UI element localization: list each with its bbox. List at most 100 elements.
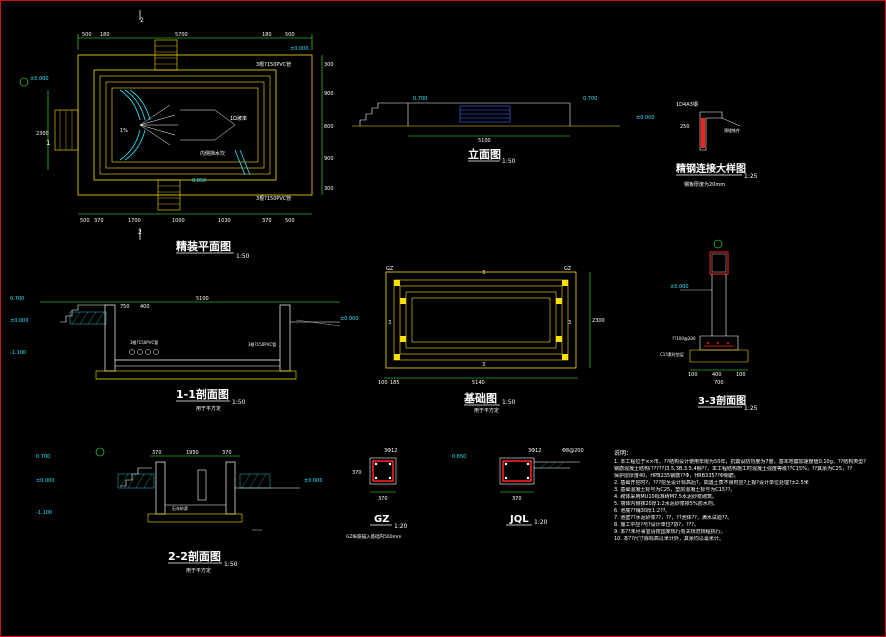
notes-item: 2. 基础开挖时?，???挖至设计标高后?，如遇土质不良时应?上报?设计单位处理… [614, 480, 809, 486]
elev-scale: 1:50 [502, 158, 516, 165]
s22-title: 2-2剖面图 [168, 549, 221, 563]
s22-dim-1: 370 [152, 450, 162, 456]
plan-dim-right-1: 300 [324, 62, 334, 68]
svg-text:2300: 2300 [592, 318, 605, 324]
plan-dim-bottom-5: 1030 [218, 218, 231, 224]
svg-text:2: 2 [138, 229, 142, 236]
s11-title: 1-1剖面图 [176, 387, 229, 401]
jql-rebar-note: Φ8@200 [562, 448, 584, 454]
s11-pipe-label-2: 3根?150PVC管 [248, 341, 276, 347]
found-dim-side-1: 100 [378, 380, 388, 386]
s11-level-3: -1.100 [10, 350, 26, 356]
svg-text:3: 3 [482, 362, 485, 368]
elev-level-3: ±0.000 [636, 115, 655, 121]
s11-level-4: ±0.000 [340, 316, 359, 322]
jql-title: JQL [509, 514, 529, 525]
svg-text:3: 3 [388, 320, 391, 326]
plan-dim-right-4: 900 [324, 156, 334, 162]
found-dim-bottom: 5140 [472, 380, 485, 386]
plan-dim-bottom-2: 370 [94, 218, 104, 224]
notes-item: 4. 砌体采用MU10标准砖M7.5水泥砂浆砌筑。 [614, 494, 717, 500]
detail-label: 1D4A3钢 [676, 101, 698, 108]
s33-dim-1: 100 [688, 372, 698, 378]
svg-text:GZ: GZ [564, 266, 572, 272]
s33-scale: 1:25 [744, 405, 758, 412]
section-2-2-view: 370 1950 370 0.700 ±0.000 -1.100 ±0.000 … [36, 447, 323, 574]
s33-dim-2: 400 [712, 372, 722, 378]
notes-item: 5. 墙体内侧抹20厚1:2水泥砂浆掺5%防水剂。 [614, 501, 718, 507]
gz-note: GZ纵筋锚入基础内500mm [346, 533, 401, 540]
s33-dim-3: 100 [736, 372, 746, 378]
plan-dim-bottom-7: 500 [285, 218, 295, 224]
svg-text:5100: 5100 [196, 296, 209, 302]
s11-level-2: ±0.000 [10, 318, 29, 324]
svg-text:3: 3 [568, 320, 571, 326]
plan-mark-1: 1 [46, 139, 50, 147]
notes-item: 保护层厚度40，HPB235钢筋??Φ，HRB335??Φ钢筋。 [614, 473, 739, 479]
svg-text:1%: 1% [120, 128, 128, 134]
plan-title: 精装平面图 [176, 239, 231, 253]
plan-dim-right-5: 300 [324, 186, 334, 192]
plan-view: 500 180 5700 180 500 2 [19, 10, 334, 260]
svg-text:3: 3 [482, 270, 485, 276]
s11-note: 用于平方定 [196, 405, 221, 412]
notes-item: 钢筋混凝土结构(?????)3.5,3B,3.5,4钢??，本工程结构施工时混凝… [614, 466, 853, 472]
found-note: 用于平方定 [474, 407, 499, 414]
notes-item: 6. 池底??铺30厚1:2??。 [614, 508, 671, 514]
found-dim-side-2: 185 [390, 380, 400, 386]
svg-text:??100@200: ??100@200 [672, 336, 696, 341]
s33-dim-4: 700 [714, 380, 724, 386]
found-title: 基础图 [463, 391, 497, 405]
section-1-1-view: 5100 750 400 0.700 ±0.000 -1.100 ±0.000 … [10, 296, 359, 412]
plan-level-1: ±0.000 [30, 76, 49, 82]
s11-level-1: 0.700 [10, 296, 24, 302]
detail-note: 钢板厚度为20mm [684, 181, 725, 188]
plan-dim-top-1: 500 [82, 32, 92, 38]
jql-level: 0.650 [452, 454, 466, 460]
section-3-3-view: ±0.000 ??100@200 C15素砼垫层 100 400 100 700… [660, 239, 758, 412]
s22-level-3: -1.100 [36, 510, 52, 516]
steel-detail-view: 1D4A3钢 预埋铁件 250 精钢连接大样图 1:25 钢板厚度为20mm [676, 101, 758, 188]
svg-text:预埋铁件: 预埋铁件 [724, 127, 740, 133]
jql-scale: 1:20 [534, 519, 548, 526]
jql-rebar: 3Φ12 [528, 448, 541, 454]
jql-dim: 370 [512, 496, 522, 502]
gz-scale: 1:20 [394, 523, 408, 530]
plan-dim-top-5: 500 [285, 32, 295, 38]
s22-layer: 石灰砂浆 [172, 505, 188, 511]
s22-level-4: ±0.000 [304, 478, 323, 484]
svg-text:400: 400 [140, 304, 150, 310]
plan-scale: 1:50 [236, 253, 250, 260]
notes-item: 7. 池壁??水泥砂浆??，??，??池体??，满水试验??。 [614, 515, 733, 521]
svg-text:750: 750 [120, 304, 130, 310]
s22-level-1: 0.700 [36, 454, 50, 460]
svg-text:1Ω坡率: 1Ω坡率 [230, 115, 247, 122]
svg-text:370: 370 [352, 470, 362, 476]
plan-dim-right-3: 600 [324, 124, 334, 130]
s22-note: 用于平方定 [186, 567, 211, 574]
gz-dim: 370 [378, 496, 388, 502]
plan-section-mark-top: 2 [140, 17, 144, 24]
s22-dim-3: 370 [222, 450, 232, 456]
s33-level: ±0.000 [670, 284, 689, 290]
elev-level-1: 0.700 [413, 96, 427, 102]
notes-item: 8. 施工中应?与?设计单位?协?，???。 [614, 522, 699, 528]
foundation-view: 3 3 3 3 GZ GZ 100 185 5140 2300 基础图 1:50… [378, 266, 605, 414]
notes-item: 9. 本??未尽事宜请按国家现行有关规范规程执行。 [614, 529, 726, 535]
plan-dim-bottom-4: 1000 [172, 218, 185, 224]
plan-dim-bottom-6: 370 [262, 218, 272, 224]
gz-detail-view: 3Φ12 370 370 GZ 1:20 GZ纵筋锚入基础内500mm [346, 448, 408, 540]
detail-title: 精钢连接大样图 [676, 162, 746, 175]
plan-dim-right-2: 900 [324, 91, 334, 97]
svg-text:GZ: GZ [386, 266, 394, 272]
s11-pipe-label: 3根?150PVC管 [130, 339, 158, 345]
detail-scale: 1:25 [744, 173, 758, 180]
plan-dim-bottom-3: 1700 [128, 218, 141, 224]
plan-level-2: ±0.000 [290, 46, 309, 52]
s22-dim-2: 1950 [186, 450, 199, 456]
s22-scale: 1:50 [224, 561, 238, 568]
elev-level-2: 0.700 [583, 96, 597, 102]
svg-text:C15素砼垫层: C15素砼垫层 [660, 351, 684, 357]
found-scale: 1:50 [502, 399, 516, 406]
